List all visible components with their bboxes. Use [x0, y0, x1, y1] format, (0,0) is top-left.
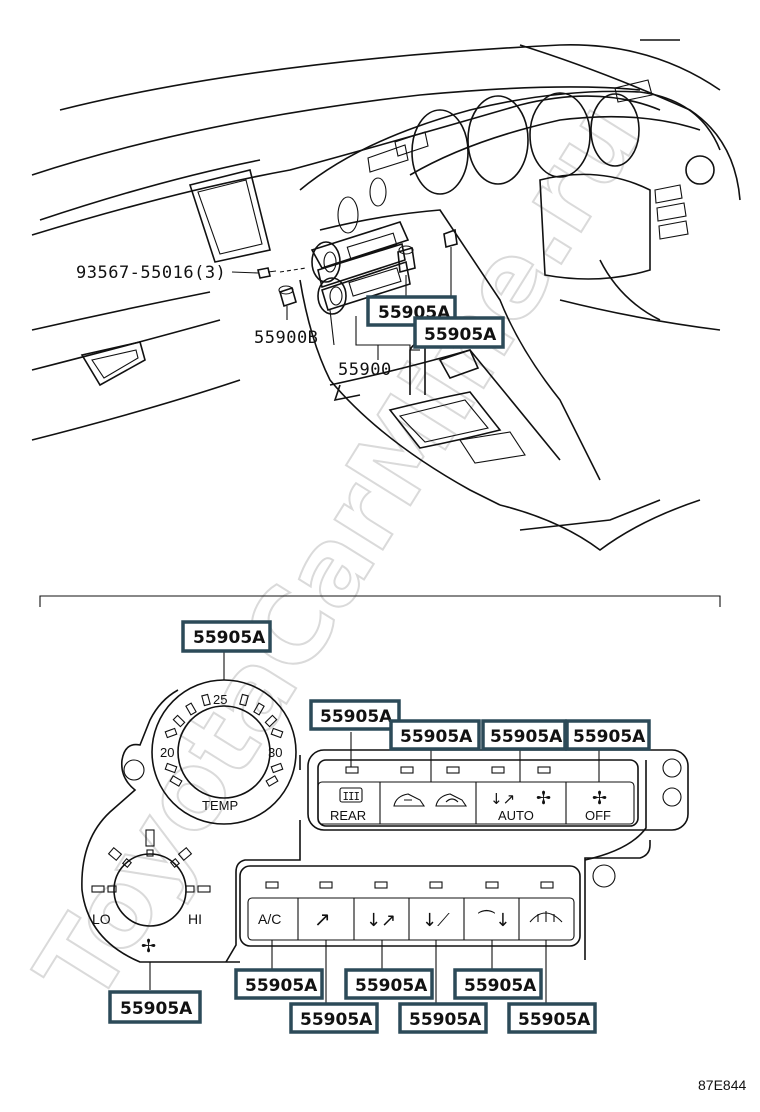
auto-button[interactable]: ↓↗ ✢ AUTO — [490, 788, 551, 823]
svg-text:55905A: 55905A — [320, 707, 393, 727]
fan-hi-label: HI — [188, 911, 202, 927]
svg-text:AUTO: AUTO — [498, 808, 534, 823]
callout-auto[interactable]: 55905A — [481, 719, 567, 751]
temp-knob[interactable]: 25 20 30 TEMP — [151, 679, 297, 825]
foot-vent-icon: ↓⟋ — [422, 910, 450, 931]
foot-defrost-button[interactable]: ⏜↓ — [478, 909, 510, 931]
fresh-air-button[interactable] — [393, 793, 426, 807]
svg-text:55905A: 55905A — [193, 628, 266, 648]
recirculate-button[interactable] — [435, 793, 468, 807]
temp-20-label: 20 — [160, 745, 174, 760]
fan-lo-label: LO — [92, 911, 111, 927]
fan-icon: ✢ — [536, 788, 551, 809]
callout-foot-defrost[interactable]: 55905A — [453, 968, 543, 1000]
knob-part-number: 55900B — [254, 328, 318, 348]
defroster-icon — [529, 911, 563, 923]
rear-defogger-button[interactable]: ⵊⵊⵊ REAR — [330, 787, 366, 823]
callout-face[interactable]: 55905A — [289, 1002, 379, 1034]
callout-rear[interactable]: 55905A — [309, 699, 401, 731]
face-vent-button[interactable]: ↗ — [314, 907, 331, 931]
bolt-part-number: 93567-55016(3) — [76, 263, 226, 283]
svg-text:55905A: 55905A — [518, 1010, 591, 1030]
ac-button[interactable]: A/C — [258, 911, 281, 927]
dashboard-illustration — [31, 39, 741, 551]
foot-defrost-icon: ⏜↓ — [478, 909, 510, 931]
callout-temp-knob[interactable]: 55905A — [181, 620, 272, 653]
svg-text:55905A: 55905A — [400, 727, 473, 747]
diagram-code: 87E844 — [698, 1077, 746, 1093]
svg-text:A/C: A/C — [258, 911, 281, 927]
svg-text:OFF: OFF — [585, 808, 611, 823]
fan-icon: ✢ — [592, 788, 607, 809]
foot-vent-button[interactable]: ↓⟋ — [422, 910, 450, 931]
bi-level-icon: ↓↗ — [366, 910, 396, 931]
face-vent-icon: ↗ — [314, 907, 331, 931]
svg-text:REAR: REAR — [330, 808, 366, 823]
assembly-part-number: 55900 — [338, 360, 392, 380]
temp-25-label: 25 — [213, 692, 227, 707]
svg-text:55905A: 55905A — [355, 976, 428, 996]
upper-bar-leaders — [350, 732, 600, 782]
svg-text:55905A: 55905A — [409, 1010, 482, 1030]
fresh-air-icon — [393, 793, 426, 807]
temp-ticks — [164, 693, 284, 787]
auto-mode-icon: ↓↗ — [490, 790, 515, 808]
temp-label: TEMP — [202, 798, 238, 813]
callout-off[interactable]: 55905A — [565, 719, 651, 751]
svg-text:55905A: 55905A — [573, 727, 646, 747]
lower-bar-leaders — [271, 940, 547, 1004]
fan-knob[interactable]: LO HI ✢ — [91, 829, 211, 957]
panel-housing — [81, 689, 682, 963]
svg-text:55905A: 55905A — [424, 325, 497, 345]
svg-text:55905A: 55905A — [464, 976, 537, 996]
detail-bracket — [39, 595, 721, 607]
callout-defroster[interactable]: 55905A — [507, 1002, 597, 1034]
rear-defogger-icon: ⵊⵊⵊ — [343, 790, 360, 803]
callout-foot[interactable]: 55905A — [398, 1002, 488, 1034]
fan-icon: ✢ — [141, 936, 156, 957]
svg-text:55905A: 55905A — [490, 727, 563, 747]
lower-button-bar — [239, 865, 581, 947]
callout-upper-b[interactable]: 55905A — [413, 316, 505, 349]
callout-ac[interactable]: 55905A — [234, 968, 324, 1000]
fan-off-button[interactable]: ✢ OFF — [585, 788, 611, 823]
callout-recirc[interactable]: 55905A — [389, 719, 481, 751]
svg-text:55905A: 55905A — [245, 976, 318, 996]
bi-level-button[interactable]: ↓↗ — [366, 910, 396, 931]
svg-text:55905A: 55905A — [300, 1010, 373, 1030]
defroster-button[interactable] — [529, 911, 563, 923]
recirculate-icon — [435, 793, 468, 807]
callout-fan-knob[interactable]: 55905A — [108, 990, 202, 1024]
temp-30-label: 30 — [268, 745, 282, 760]
callout-bi-level[interactable]: 55905A — [344, 968, 434, 1000]
svg-text:55905A: 55905A — [120, 999, 193, 1019]
